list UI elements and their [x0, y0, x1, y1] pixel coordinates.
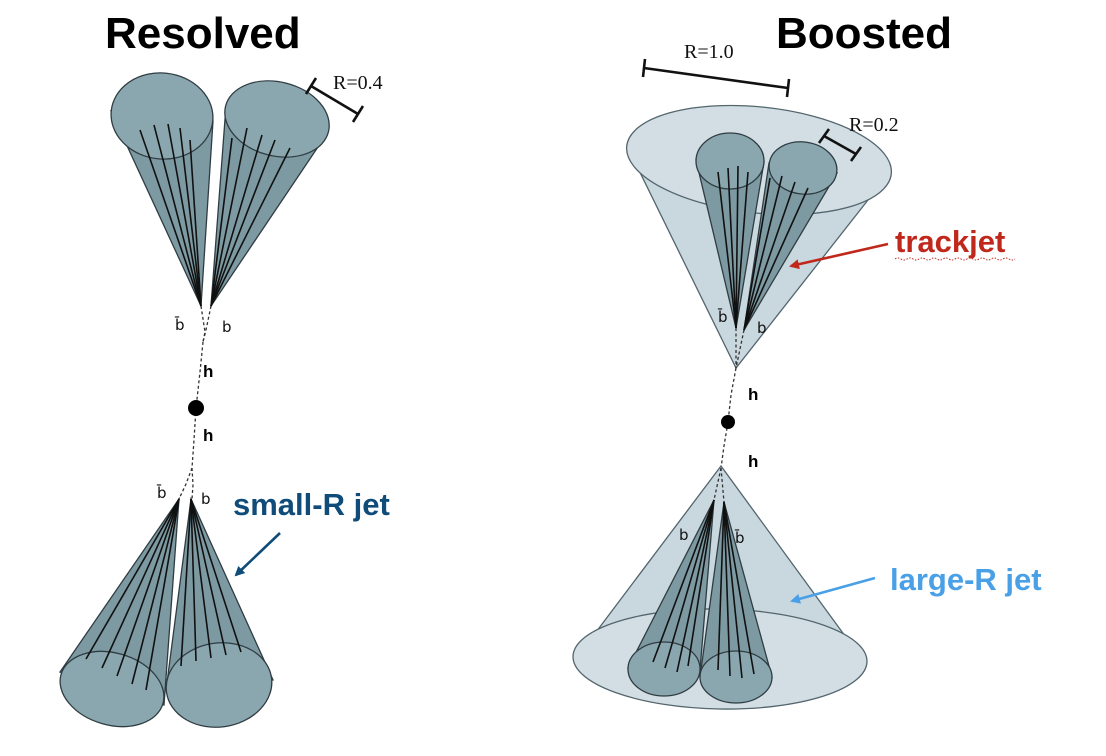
resolved-title: Resolved	[105, 9, 301, 58]
boosted-small-radius-label: R=0.2	[849, 114, 899, 136]
boosted-title: Boosted	[776, 9, 952, 58]
boosted-bottom-right-trackjet	[699, 501, 773, 704]
boosted-top-left-trackjet	[695, 132, 765, 329]
resolved-radius-label: R=0.4	[333, 72, 383, 94]
trackjet-underline	[894, 257, 1016, 261]
boosted-upper-higgs-label: h	[748, 385, 758, 404]
resolved-lower-higgs-label: h	[203, 426, 213, 445]
resolved-top-left-cone	[109, 72, 214, 307]
boosted-lower-higgs-label: h	[748, 452, 758, 471]
boosted-small-radius-indicator	[817, 128, 863, 162]
small-r-jet-label: small-R jet	[233, 487, 390, 522]
boosted-bottom-left-trackjet	[626, 499, 715, 697]
resolved-upper-higgs-label: h	[203, 362, 213, 381]
boosted-decay-chain	[720, 328, 745, 469]
boosted-lower-bbar-line	[720, 467, 725, 503]
interaction-vertex	[188, 400, 204, 416]
trackjet-arrow	[789, 242, 889, 270]
boosted-bottom-b-label: b	[679, 526, 689, 544]
boosted-large-radius-indicator	[641, 58, 791, 98]
small-r-jet-arrow	[234, 532, 281, 577]
trackjet-label: trackjet	[895, 224, 1005, 259]
boosted-panel: Boosted R=1.0	[572, 9, 1042, 710]
boosted-top-bbar-label: b̄	[718, 307, 728, 326]
large-r-jet-arrow	[790, 576, 876, 604]
resolved-bottom-right-cone	[165, 496, 274, 728]
boosted-large-radius-label: R=1.0	[684, 41, 734, 63]
resolved-radius-indicator	[304, 77, 365, 123]
boosted-bottom-bbar-label: b̄	[735, 528, 745, 547]
boosted-top-right-trackjet	[743, 141, 839, 331]
resolved-bottom-left-cone	[58, 496, 180, 728]
resolved-decay-chain	[178, 305, 212, 500]
resolved-panel: Resolved R=0.4	[58, 9, 390, 728]
resolved-top-bbar-label: b̄	[175, 315, 185, 334]
resolved-top-right-cone	[210, 80, 330, 309]
large-r-jet-label: large-R jet	[890, 562, 1042, 597]
resolved-bottom-bbar-label: b̄	[157, 483, 167, 502]
boosted-interaction-vertex	[721, 415, 735, 429]
resolved-top-b-label: b	[222, 318, 232, 336]
boosted-top-b-label: b	[757, 319, 767, 337]
resolved-bottom-b-label: b	[201, 490, 211, 508]
